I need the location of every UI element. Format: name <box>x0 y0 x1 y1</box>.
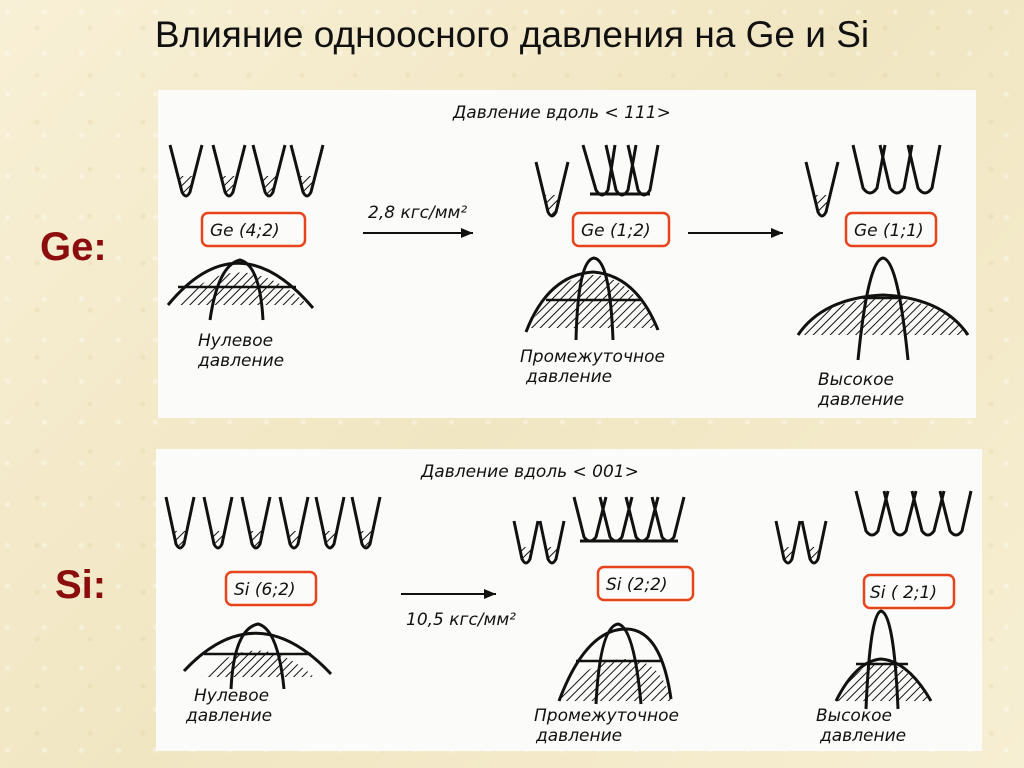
si-zero-box <box>224 570 318 607</box>
ge-mid-box-label: Ge (1;2) <box>581 221 651 241</box>
si-mid-box <box>596 565 695 602</box>
ge-arrow-1 <box>363 228 473 238</box>
ge-label: Ge: <box>40 225 107 269</box>
ge-high-band <box>796 256 970 361</box>
si-header: Давление вдоль < 001> <box>420 462 639 482</box>
ge-mid-caption-2: давление <box>525 367 612 387</box>
si-high-box <box>862 573 956 610</box>
si-diagram: Давление вдоль < 001> Si (6;2) Нулевое д… <box>164 462 973 746</box>
si-high-caption-2: давление <box>819 726 906 746</box>
si-zero-band <box>182 622 333 690</box>
ge-arrow-label: 2,8 кгс/мм² <box>368 203 467 223</box>
si-mid-caption-2: давление <box>535 726 622 746</box>
si-mid-box-label: Si (2;2) <box>606 575 668 595</box>
si-high-caption-1: Высокое <box>816 706 892 726</box>
si-arrow-label: 10,5 кгс/мм² <box>406 610 516 630</box>
si-zero-valleys <box>164 496 382 550</box>
ge-header: Давление вдоль < 111> <box>452 103 671 123</box>
ge-arrow-2 <box>688 228 783 238</box>
slide-title: Влияние одноосного давления на Ge и Si <box>154 14 870 55</box>
si-high-box-label: Si ( 2;1) <box>870 583 937 603</box>
ge-zero-box <box>200 211 307 248</box>
ge-zero-band <box>166 258 315 321</box>
ge-mid-caption-1: Промежуточное <box>520 347 665 367</box>
ge-high-caption-1: Высокое <box>818 370 894 390</box>
ge-zero-caption-2: давление <box>197 351 284 371</box>
ge-mid-band <box>524 256 660 341</box>
si-diagram-panel: Давление вдоль < 001> Si (6;2) Нулевое д… <box>156 449 982 751</box>
ge-zero-valleys <box>168 144 325 198</box>
si-high-valleys <box>774 490 973 565</box>
ge-zero-box-label: Ge (4;2) <box>210 221 280 241</box>
si-zero-box-label: Si (6;2) <box>234 580 296 600</box>
si-arrow-1 <box>401 589 496 599</box>
si-high-band <box>834 609 933 710</box>
ge-mid-box <box>571 211 671 248</box>
si-zero-caption-2: давление <box>185 706 272 726</box>
ge-high-caption-2: давление <box>817 390 904 410</box>
si-mid-caption-1: Промежуточное <box>534 706 679 726</box>
ge-diagram: Давление вдоль < 111> Ge (4;2) Нулевое д… <box>166 103 970 410</box>
ge-zero-caption-1: Нулевое <box>198 331 273 351</box>
ge-high-box-label: Ge (1;1) <box>854 221 924 241</box>
si-zero-caption-1: Нулевое <box>194 686 269 706</box>
si-label: Si: <box>55 563 107 607</box>
si-mid-valleys <box>512 496 686 565</box>
si-mid-band <box>557 622 673 705</box>
ge-diagram-panel: Давление вдоль < 111> Ge (4;2) Нулевое д… <box>158 90 976 418</box>
ge-high-box <box>844 211 938 248</box>
